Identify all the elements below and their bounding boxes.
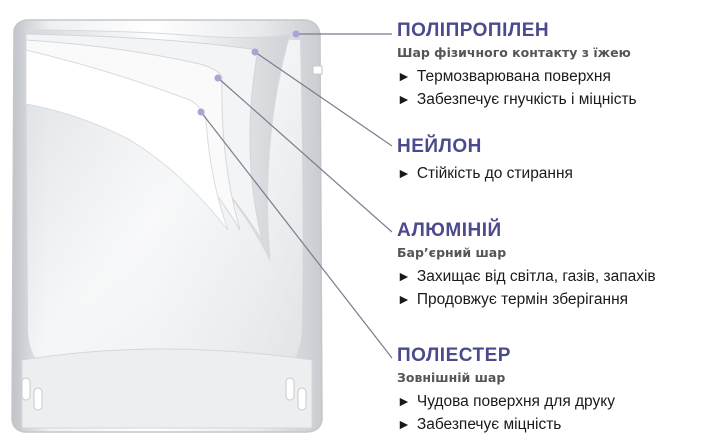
layer-subtitle: Бар’єрний шар — [397, 245, 507, 260]
bullet-icon: ► — [397, 393, 411, 409]
leader-dot — [214, 74, 222, 82]
leader-line-aluminium — [217, 77, 393, 233]
leader-dot — [251, 48, 259, 56]
bullet-item: ►Термозварювана поверхня — [397, 68, 611, 85]
pouch-gusset — [21, 348, 313, 429]
layer-title: НЕЙЛОН — [397, 136, 482, 157]
layer-subtitle: Шар фізичного контакту з їжею — [397, 45, 631, 60]
bullet-icon: ► — [397, 416, 411, 432]
bullet-item: ►Забезпечує міцність — [397, 416, 562, 433]
layer-subtitle: Зовнішній шар — [397, 370, 506, 385]
bullet-icon: ► — [397, 91, 411, 107]
bullet-item: ►Забезпечує гнучкість і міцність — [397, 91, 637, 108]
bullet-icon: ► — [397, 165, 411, 181]
bullet-list: ►Чудова поверхня для друку ►Забезпечує м… — [397, 390, 615, 436]
layer-flap-4 — [25, 49, 229, 231]
slot-hole — [285, 377, 295, 401]
bullet-item: ►Чудова поверхня для друку — [397, 393, 615, 410]
bullet-icon: ► — [397, 68, 411, 84]
layer-title: АЛЮМІНІЙ — [397, 220, 502, 241]
bullet-item: ►Стійкість до стирання — [397, 165, 573, 182]
bullet-icon: ► — [397, 291, 411, 307]
bullet-list: ►Захищає від світла, газів, запахів ►Про… — [397, 265, 656, 311]
bullet-list: ►Термозварювана поверхня ►Забезпечує гну… — [397, 65, 637, 111]
layer-title: ПОЛІПРОПІЛЕН — [397, 20, 550, 41]
slot-hole — [297, 387, 307, 411]
slot-hole — [21, 377, 31, 401]
layer-polyester: ПОЛІЕСТЕР Зовнішній шар ►Чудова поверхня… — [397, 345, 615, 436]
leader-dot — [292, 30, 300, 38]
tear-notch — [312, 65, 323, 75]
bullet-item: ►Продовжує термін зберігання — [397, 291, 629, 308]
layer-nylon: НЕЙЛОН ►Стійкість до стирання — [397, 136, 573, 185]
leader-line-nylon — [254, 51, 393, 147]
layer-title: ПОЛІЕСТЕР — [397, 345, 511, 366]
bullet-list: ►Стійкість до стирання — [397, 162, 573, 185]
bullet-item: ►Захищає від світла, газів, запахів — [397, 268, 656, 285]
layer-polypropylene: ПОЛІПРОПІЛЕН Шар фізичного контакту з їж… — [397, 20, 637, 111]
layer-aluminium: АЛЮМІНІЙ Бар’єрний шар ►Захищає від світ… — [397, 220, 656, 311]
slot-hole — [33, 387, 43, 411]
leader-dot — [197, 108, 205, 116]
leader-line-polyester — [200, 111, 393, 359]
bullet-icon: ► — [397, 268, 411, 284]
